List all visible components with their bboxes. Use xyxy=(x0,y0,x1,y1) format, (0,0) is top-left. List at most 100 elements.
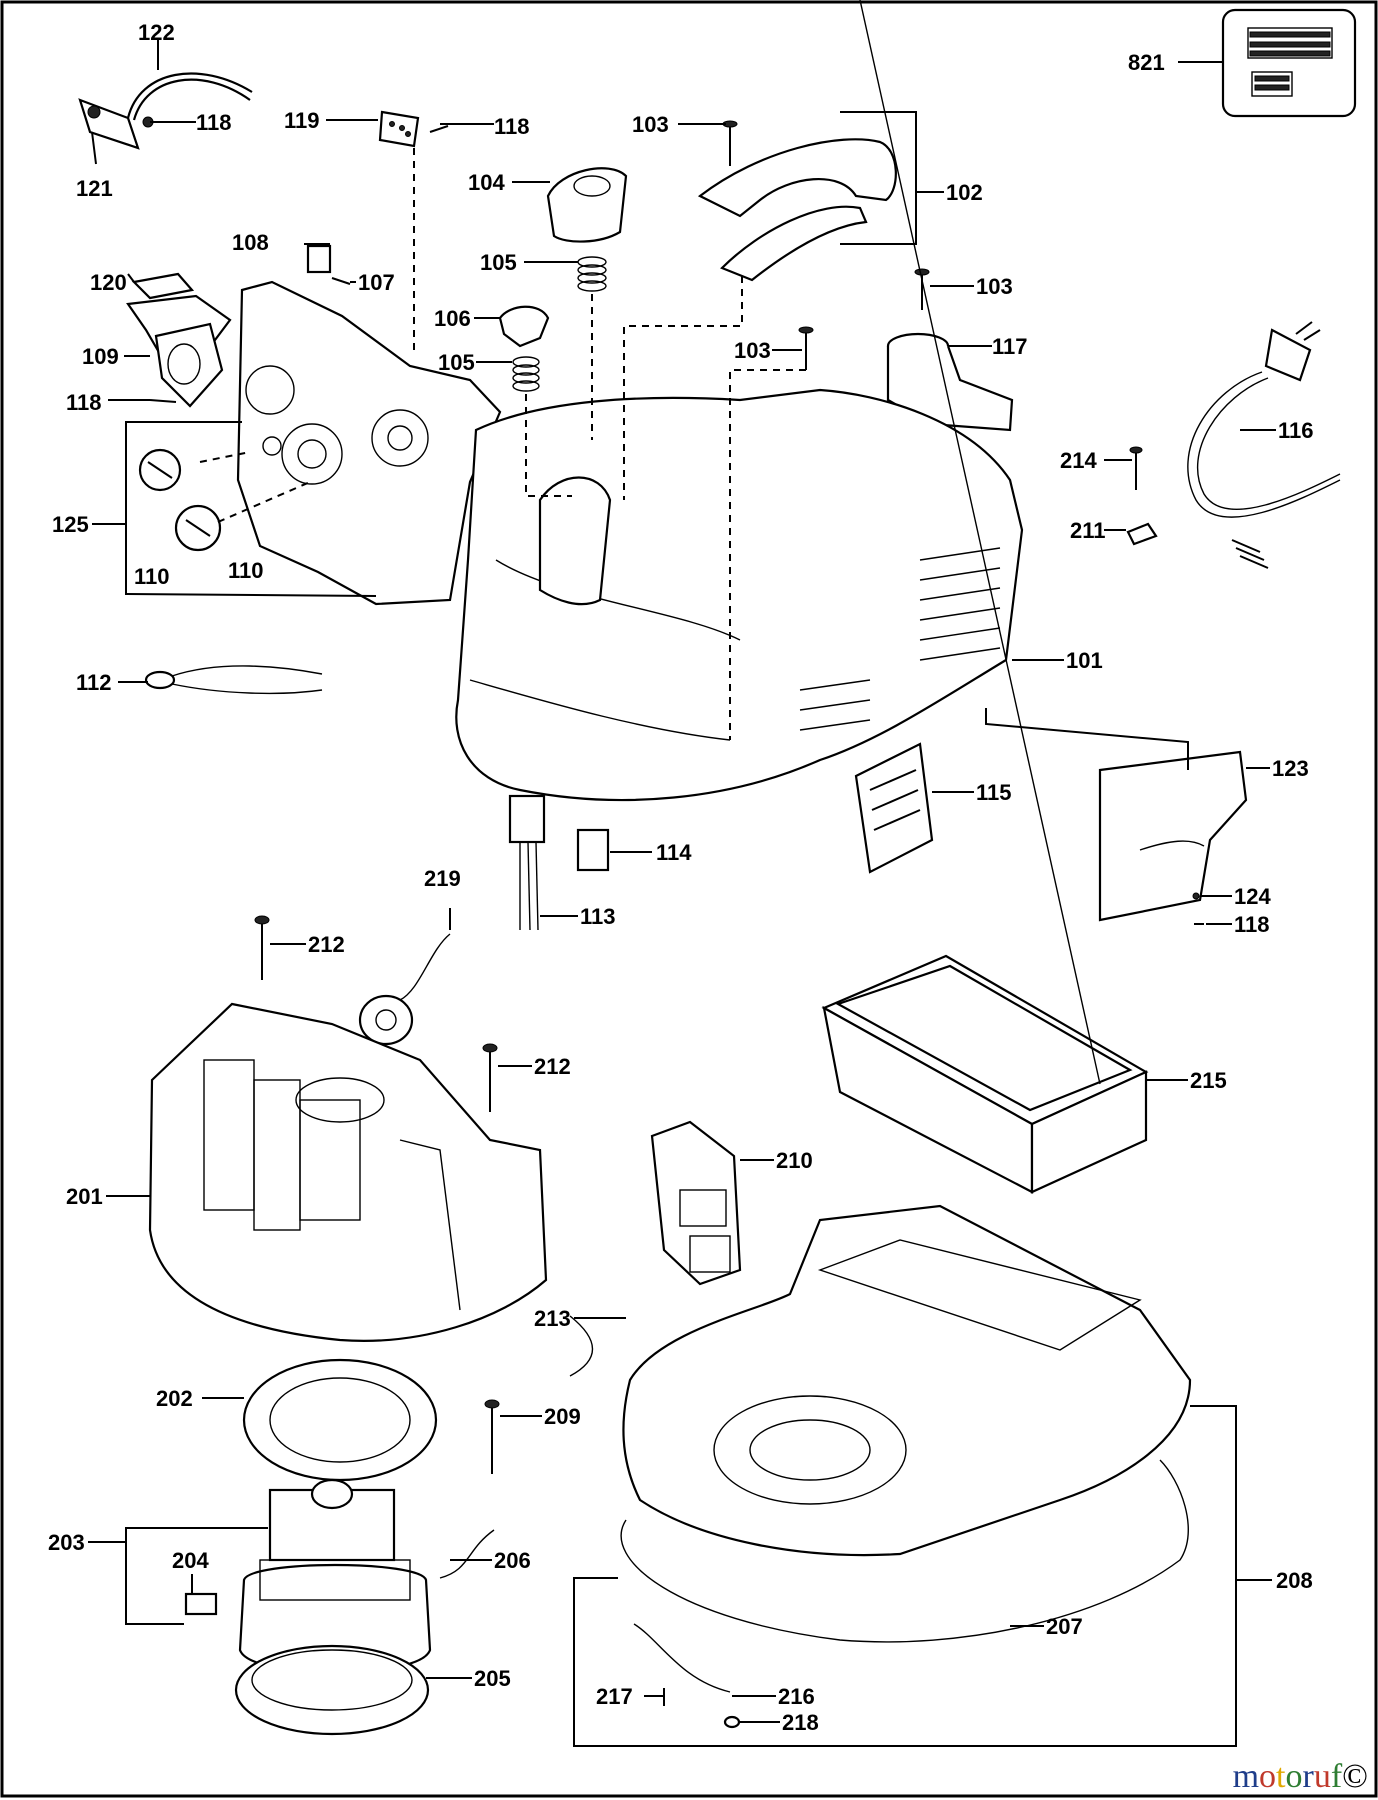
label-209: 209 xyxy=(544,1404,581,1429)
label-213: 213 xyxy=(534,1306,571,1331)
label-214: 214 xyxy=(1060,448,1097,473)
wire-206 xyxy=(439,1529,495,1579)
label-218: 218 xyxy=(782,1710,819,1735)
connector-114 xyxy=(576,828,610,872)
knob-110-a xyxy=(138,448,182,492)
cable-clamp-121-122 xyxy=(78,72,253,150)
motor-203 xyxy=(238,1478,432,1674)
label-202: 202 xyxy=(156,1386,193,1411)
wire-112 xyxy=(144,665,323,695)
filter-pleats xyxy=(859,0,1101,1085)
motor-base-205 xyxy=(234,1644,430,1736)
label-102: 102 xyxy=(946,180,983,205)
housing-101 xyxy=(455,388,1024,802)
label-215: 215 xyxy=(1190,1068,1227,1093)
watermark-letter: f xyxy=(1330,1758,1343,1795)
label-104: 104 xyxy=(468,170,505,195)
label-212: 212 xyxy=(534,1054,571,1079)
label-217: 217 xyxy=(596,1684,633,1709)
label-206: 206 xyxy=(494,1548,531,1573)
label-106: 106 xyxy=(434,306,471,331)
bracket-210 xyxy=(650,1120,742,1286)
screw-103-c xyxy=(798,326,814,370)
label-211: 211 xyxy=(1070,518,1106,543)
label-201: 201 xyxy=(66,1184,103,1209)
label-103: 103 xyxy=(734,338,771,363)
label-117: 117 xyxy=(992,334,1028,359)
label-205: 205 xyxy=(474,1666,511,1691)
label-101: 101 xyxy=(1066,648,1103,673)
duct-123 xyxy=(1098,750,1248,922)
label-118: 118 xyxy=(1234,912,1270,937)
plate-119 xyxy=(378,110,449,148)
label-105: 105 xyxy=(480,250,517,275)
label-119: 119 xyxy=(284,108,320,133)
screw-107 xyxy=(331,277,351,285)
watermark-letter: r xyxy=(1302,1758,1314,1795)
wire-harness-113 xyxy=(508,794,546,931)
leader-lines xyxy=(88,40,1276,1747)
watermark-letter: t xyxy=(1276,1758,1286,1795)
label-108: 108 xyxy=(232,230,269,255)
brush-204 xyxy=(184,1592,218,1616)
label-125: 125 xyxy=(52,512,89,537)
screw-118-socket xyxy=(149,399,177,403)
watermark-letter: u xyxy=(1313,1758,1331,1795)
knob-110-b xyxy=(174,504,222,552)
watermark-letter: o xyxy=(1259,1758,1277,1795)
knob-104 xyxy=(546,167,628,243)
base-208 xyxy=(622,1204,1192,1557)
part-labels: 821 122 118 121 119 118 103 102 104 105 … xyxy=(48,20,1314,1735)
label-216: 216 xyxy=(778,1684,815,1709)
label-123: 123 xyxy=(1272,756,1309,781)
label-116: 116 xyxy=(1278,418,1314,443)
sensor-219 xyxy=(358,933,451,1046)
wire-216 xyxy=(633,1623,731,1693)
screw-103-a xyxy=(722,120,738,166)
label-120: 120 xyxy=(90,270,127,295)
label-208: 208 xyxy=(1276,1568,1313,1593)
label-212: 212 xyxy=(308,932,345,957)
watermark-letter: m xyxy=(1232,1758,1260,1795)
filter-215 xyxy=(821,0,1149,1194)
control-panel-125 xyxy=(236,280,502,606)
motor-ring-202 xyxy=(242,1358,438,1482)
label-124: 124 xyxy=(1234,884,1271,909)
power-cord-116 xyxy=(1187,321,1341,569)
label-112: 112 xyxy=(76,670,112,695)
assembly-dashes xyxy=(199,148,806,740)
label-821: 821 xyxy=(1128,50,1165,75)
motor-housing-201 xyxy=(148,1002,548,1342)
label-115: 115 xyxy=(976,780,1012,805)
label-122: 122 xyxy=(138,20,175,45)
socket-109 xyxy=(126,294,232,408)
watermark-letter: o xyxy=(1285,1758,1303,1795)
clip-211 xyxy=(1126,522,1158,546)
spring-105-upper xyxy=(577,256,607,292)
label-107: 107 xyxy=(358,270,395,295)
label-203: 203 xyxy=(48,1530,85,1555)
latch-106 xyxy=(498,305,550,348)
label-105: 105 xyxy=(438,350,475,375)
label-121: 121 xyxy=(76,176,113,201)
label-120 xyxy=(131,272,195,300)
rating-plate-821 xyxy=(1221,8,1357,118)
grille-115 xyxy=(854,742,934,874)
screw-209 xyxy=(484,1399,500,1474)
nut-218 xyxy=(723,1715,741,1729)
label-219: 219 xyxy=(424,866,461,891)
watermark-copyright: © xyxy=(1342,1758,1368,1795)
label-204: 204 xyxy=(172,1548,209,1573)
screw-212-a xyxy=(254,915,270,980)
label-207: 207 xyxy=(1046,1614,1083,1639)
watermark-logo: motoruf© xyxy=(1233,1758,1368,1796)
label-103: 103 xyxy=(976,274,1013,299)
label-114: 114 xyxy=(656,840,692,865)
screw-214 xyxy=(1129,446,1143,490)
label-109: 109 xyxy=(82,344,119,369)
spring-105-lower xyxy=(512,356,540,392)
switch-108 xyxy=(306,244,332,274)
label-110: 110 xyxy=(134,564,170,589)
label-210: 210 xyxy=(776,1148,813,1173)
